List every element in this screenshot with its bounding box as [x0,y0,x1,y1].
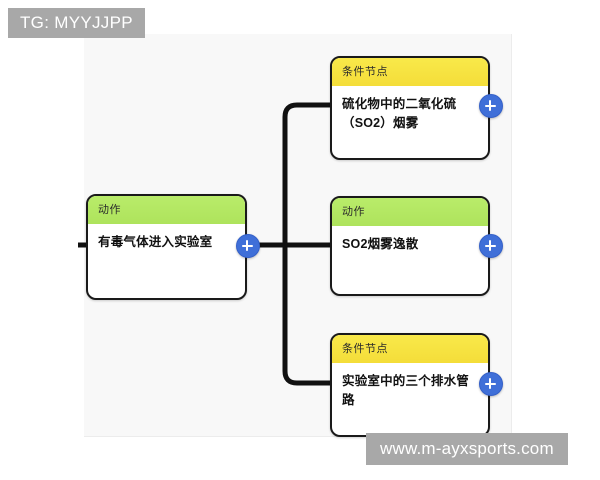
add-node-button-child-1[interactable] [479,94,503,118]
node-child-condition-drain-pipes[interactable]: 条件节点 实验室中的三个排水管路 [330,333,490,437]
node-child-1-type-label: 条件节点 [332,58,488,86]
add-node-button-child-3[interactable] [479,372,503,396]
node-child-2-text: SO2烟雾逸散 [342,237,419,251]
node-root-type-label: 动作 [88,196,245,224]
node-child-1-text: 硫化物中的二氧化硫 （SO2）烟雾 [342,97,457,130]
node-child-2-type-label: 动作 [332,198,488,226]
watermark-top-left: TG: MYYJJPP [8,8,145,38]
node-child-3-type-label: 条件节点 [332,335,488,363]
node-child-condition-so2-smoke[interactable]: 条件节点 硫化物中的二氧化硫 （SO2）烟雾 [330,56,490,160]
add-node-button-child-2[interactable] [479,234,503,258]
node-root-text: 有毒气体进入实验室 [98,235,213,249]
node-child-action-so2-escape[interactable]: 动作 SO2烟雾逸散 [330,196,490,296]
node-root-action[interactable]: 动作 有毒气体进入实验室 [86,194,247,300]
node-child-3-text: 实验室中的三个排水管路 [342,374,470,407]
add-node-button-root[interactable] [236,234,260,258]
watermark-bottom-right: www.m-ayxsports.com [366,433,568,465]
